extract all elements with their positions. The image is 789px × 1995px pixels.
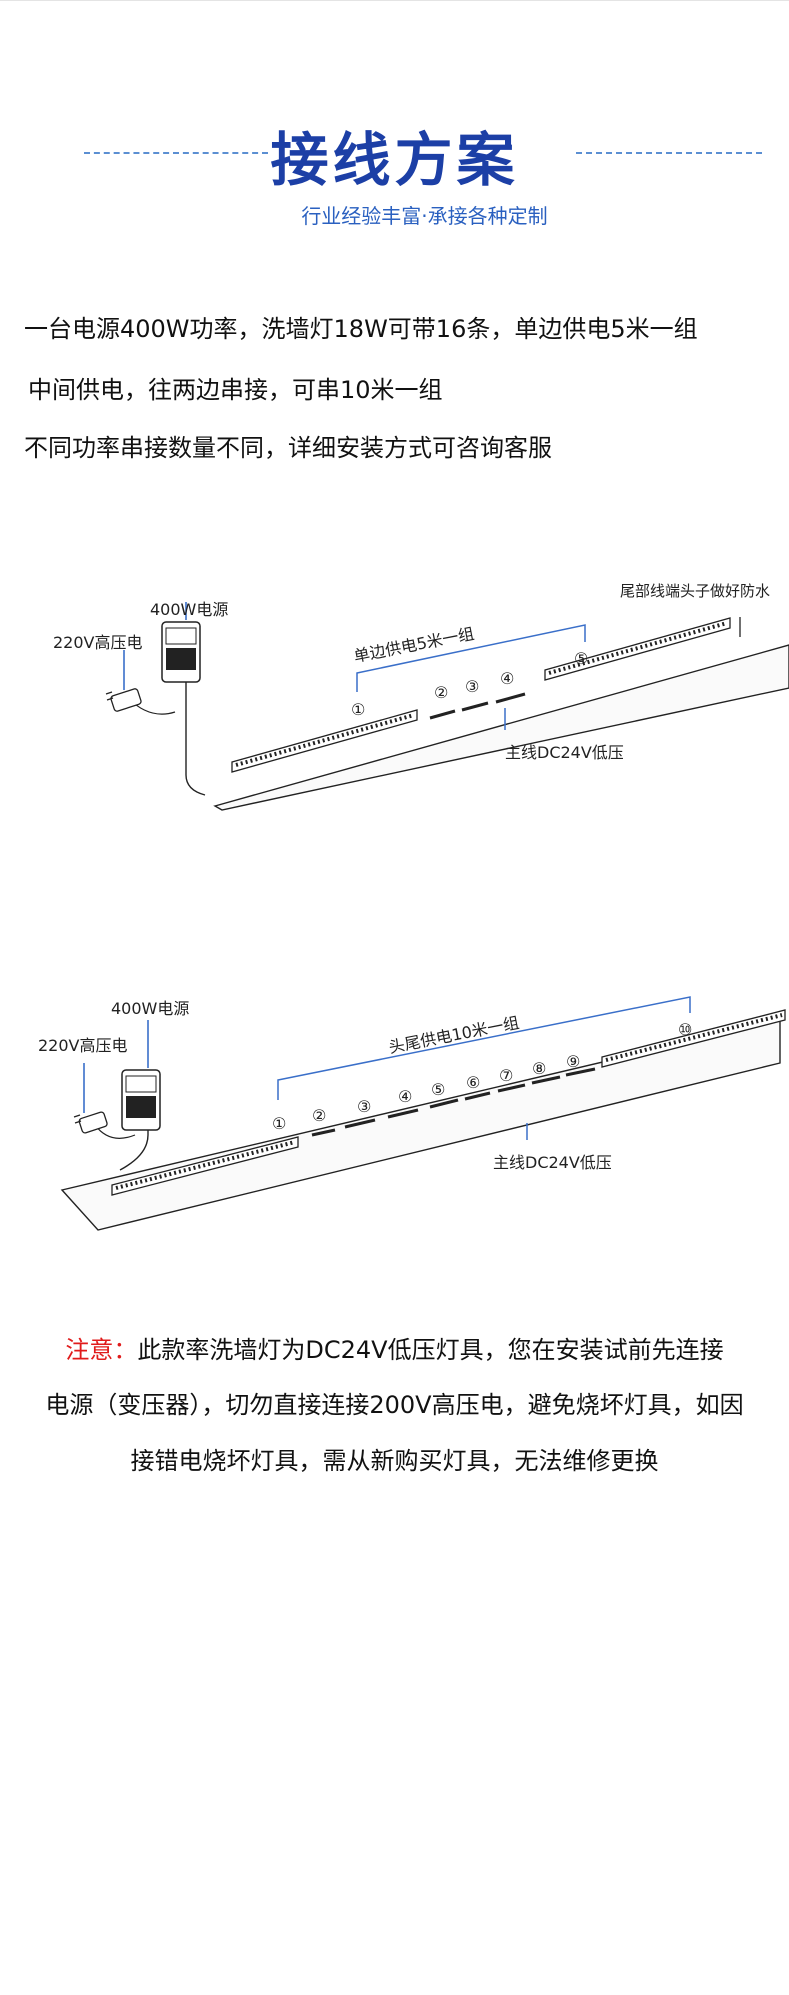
number-9: ⑨ (566, 1052, 580, 1071)
light-bar-left (111, 1136, 299, 1196)
page-subtitle: 行业经验丰富·承接各种定制 (301, 204, 548, 228)
power-cable (185, 682, 206, 796)
number-1: ① (351, 700, 365, 719)
connector-segments (429, 692, 526, 720)
wall-surface (213, 644, 789, 811)
main-line-label: 主线DC24V低压 (505, 743, 624, 762)
plug-icon (105, 688, 142, 712)
notice-line-1: 注意：此款率洗墙灯为DC24V低压灯具，您在安装试前先连接 (0, 1330, 789, 1365)
number-4: ④ (398, 1087, 412, 1106)
wall-surface (60, 1019, 781, 1231)
number-6: ⑥ (466, 1073, 480, 1092)
number-8: ⑧ (532, 1059, 546, 1078)
tail-label: 尾部线端头子做好防水 (620, 582, 770, 600)
intro-line-1: 一台电源400W功率，洗墙灯18W可带16条，单边供电5米一组 (24, 315, 698, 343)
number-3: ③ (357, 1097, 371, 1116)
notice-prefix: 注意： (65, 1336, 138, 1364)
notice-line-3: 接错电烧坏灯具，需从新购买灯具，无法维修更换 (130, 1447, 659, 1475)
main-line-label: 主线DC24V低压 (493, 1153, 612, 1172)
power-supply-label: 400W电源 (111, 999, 189, 1018)
power-supply-icon (121, 1069, 161, 1131)
number-5: ⑤ (431, 1080, 445, 1099)
intro-line-3: 不同功率串接数量不同，详细安装方式可咨询客服 (24, 434, 552, 462)
power-cable (119, 1130, 149, 1171)
light-bar-left (231, 709, 418, 773)
number-5: ⑤ (574, 649, 588, 668)
notice-text-1: 此款率洗墙灯为DC24V低压灯具，您在安装试前先连接 (137, 1336, 724, 1364)
power-supply-label: 400W电源 (150, 600, 228, 619)
group-label: 单边供电5米一组 (352, 624, 476, 666)
power-supply-icon (161, 621, 201, 683)
notice-line-2: 电源（变压器），切勿直接连接200V高压电，避免烧坏灯具，如因 (45, 1391, 744, 1419)
light-bar-right (544, 617, 731, 681)
wiring-diagram-single-side: ① ② ③ ④ ⑤ 400W电源 220V高压电 单边供电5米一组 尾部线端头子… (53, 582, 789, 811)
intro-line-2: 中间供电，往两边串接，可串10米一组 (28, 376, 443, 404)
plug-icon (73, 1111, 108, 1134)
number-7: ⑦ (499, 1066, 513, 1085)
light-bar-right (601, 1009, 786, 1068)
number-4: ④ (500, 669, 514, 688)
number-1: ① (272, 1114, 286, 1133)
number-3: ③ (465, 677, 479, 696)
group-bracket (277, 996, 691, 1100)
number-2: ② (434, 683, 448, 702)
number-2: ② (312, 1106, 326, 1125)
high-voltage-label: 220V高压电 (38, 1036, 128, 1055)
group-bracket (356, 624, 586, 692)
wiring-diagram-head-tail: ① ② ③ ④ ⑤ ⑥ ⑦ ⑧ ⑨ ⑩ 400W电源 220V高压电 头尾供电1… (38, 996, 786, 1231)
connector-segments (311, 1067, 596, 1137)
title-dash-left (84, 152, 268, 154)
high-voltage-label: 220V高压电 (53, 633, 143, 652)
page-title: 接线方案 (270, 126, 519, 194)
group-label: 头尾供电10米一组 (387, 1013, 521, 1057)
title-dash-right (576, 152, 762, 154)
top-divider (0, 0, 789, 1)
number-10: ⑩ (678, 1020, 692, 1039)
